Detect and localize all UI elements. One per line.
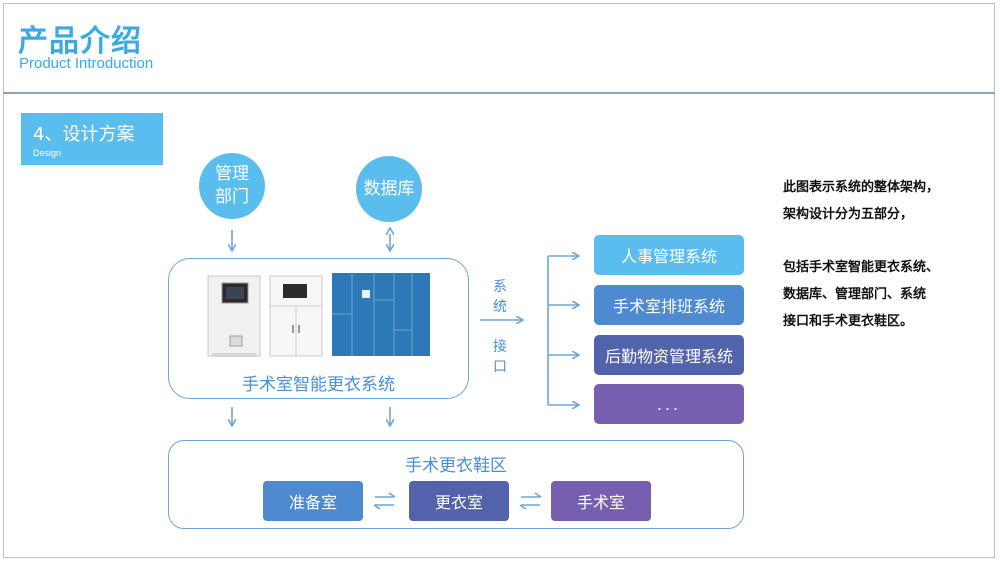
operating-room-label: 手术室 <box>576 493 625 512</box>
page-title: 产品介绍 <box>18 24 142 59</box>
description-text: 此图表示系统的整体架构， 架构设计分为五部分， 包括手术室智能更衣系统、 数据库… <box>783 174 988 335</box>
desc-line: 架构设计分为五部分， <box>783 207 914 222</box>
management-label: 管理 部门 <box>215 164 249 207</box>
section-badge: 4、设计方案 Design <box>21 113 163 165</box>
prep-room-node: 准备室 <box>263 481 363 521</box>
exchange-arrow-1 <box>373 492 396 510</box>
desc-line: 接口和手术更衣鞋区。 <box>783 314 914 329</box>
changing-zone-title: 手术更衣鞋区 <box>405 456 507 476</box>
desc-line: 此图表示系统的整体架构， <box>783 180 940 195</box>
logistics-node: 后勤物资管理系统 <box>594 335 744 375</box>
section-title: 4、设计方案 <box>33 124 135 145</box>
logistics-label: 后勤物资管理系统 <box>604 347 733 366</box>
changing-zone-box <box>168 440 744 529</box>
recycle-cabinet-illustration <box>269 275 323 357</box>
or-scheduling-node: 手术室排班系统 <box>594 285 744 325</box>
changing-room-label: 更衣室 <box>434 493 483 512</box>
more-systems-label: ... <box>656 394 682 414</box>
database-label: 数据库 <box>363 178 415 199</box>
header-divider <box>3 92 995 94</box>
or-scheduling-label: 手术室排班系统 <box>612 297 725 316</box>
desc-line: 数据库、管理部门、系统 <box>783 287 927 302</box>
system-box <box>168 258 469 399</box>
hr-system-node: 人事管理系统 <box>594 235 744 275</box>
hr-system-label: 人事管理系统 <box>620 247 717 266</box>
exchange-arrow-2 <box>519 492 542 510</box>
page-subtitle: Product Introduction <box>19 55 154 72</box>
section-subtitle: Design <box>33 148 62 158</box>
database-node: 数据库 <box>356 156 422 222</box>
locker-wall-illustration <box>332 273 430 356</box>
more-systems-node: ... <box>594 384 744 424</box>
dispenser-machine-illustration <box>207 275 261 357</box>
system-label: 手术室智能更衣系统 <box>242 375 395 395</box>
changing-room-node: 更衣室 <box>409 481 509 521</box>
desc-line: 包括手术室智能更衣系统、 <box>783 260 940 275</box>
prep-room-label: 准备室 <box>288 493 337 512</box>
slide-frame <box>3 3 995 558</box>
management-node: 管理 部门 <box>199 153 265 219</box>
interface-label: 系 统 接 口 <box>493 279 507 375</box>
operating-room-node: 手术室 <box>551 481 651 521</box>
